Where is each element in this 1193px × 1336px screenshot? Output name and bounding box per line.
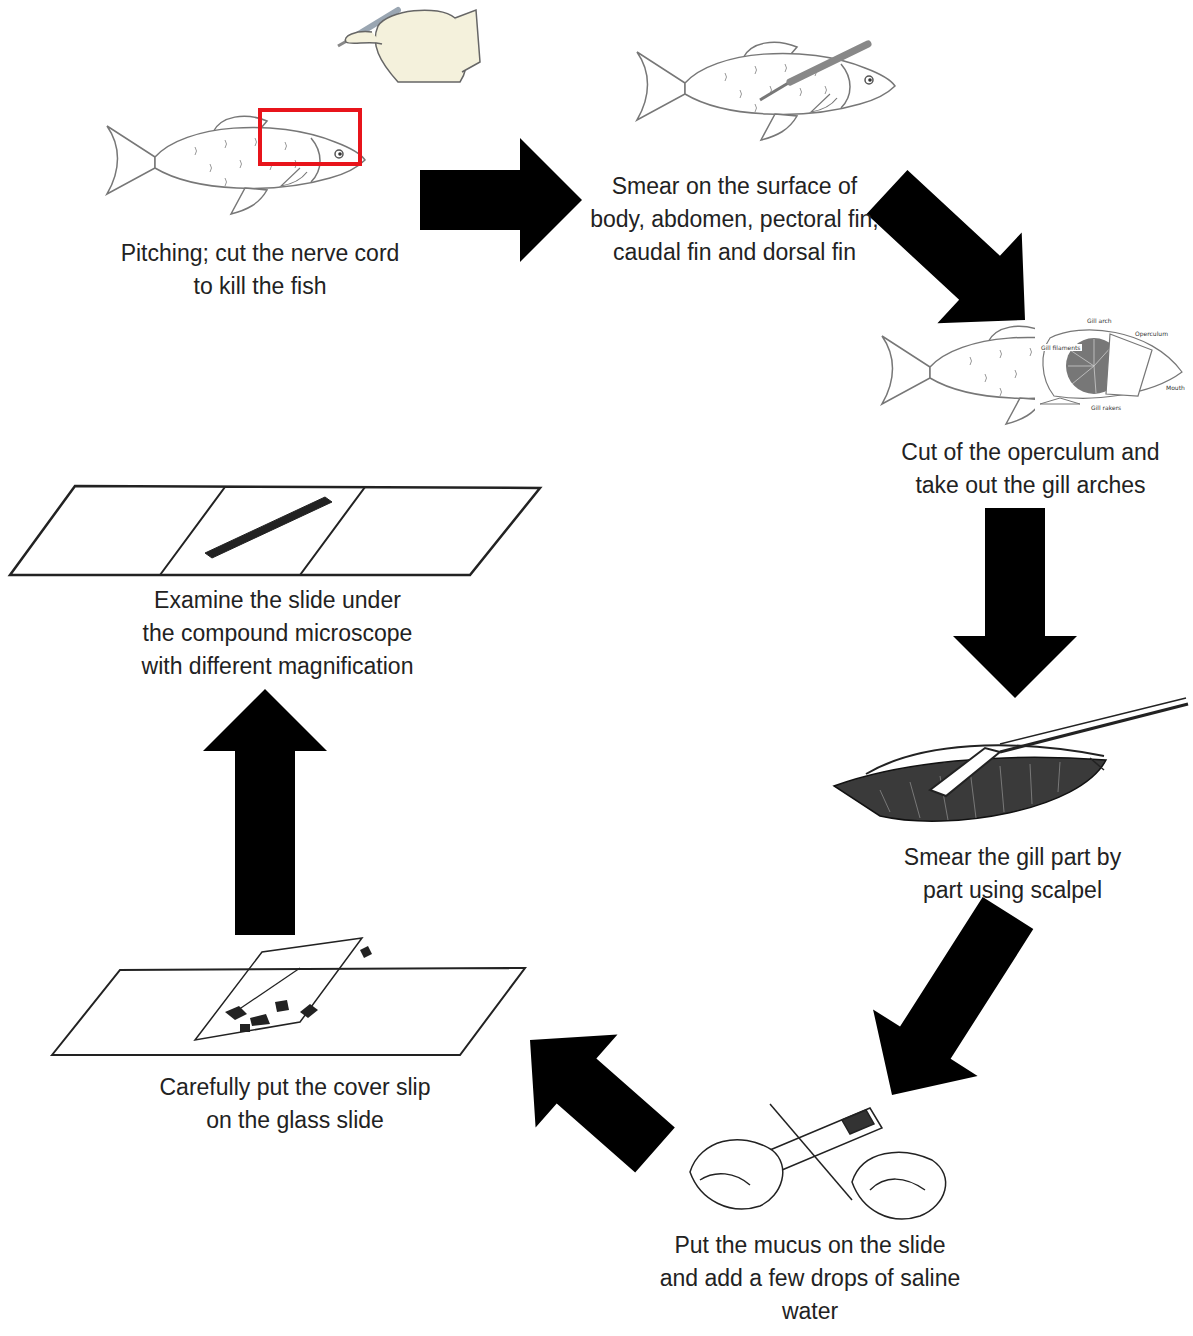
step-caption: Put the mucus on the slide and add a few… (655, 1229, 965, 1328)
part-label: Gill filaments (1040, 344, 1082, 351)
gloved-hand (338, 10, 480, 82)
step-box: Put the mucus on the slide and add a few… (655, 1095, 965, 1334)
block-arrow (873, 897, 1033, 1095)
gill-arch-smear (834, 698, 1188, 821)
finished-slide (10, 486, 540, 575)
block-arrow (530, 1034, 675, 1172)
slide-with-cover-slip (52, 938, 525, 1055)
hands-with-slide (690, 1104, 946, 1219)
block-arrow (203, 689, 327, 935)
step-caption: Examine the slide under the compound mic… (138, 584, 418, 683)
block-arrow (867, 170, 1025, 323)
step-box: Smear the gill part by part using scalpe… (840, 698, 1185, 913)
fish-body (882, 326, 1035, 424)
part-label: Gill arch (1086, 317, 1113, 324)
step-caption: Cut of the operculum and take out the gi… (881, 436, 1181, 502)
step-caption: Smear on the surface of body, abdomen, p… (585, 170, 885, 269)
step-caption: Smear the gill part by part using scalpe… (883, 841, 1143, 907)
step-caption: Pitching; cut the nerve cord to kill the… (115, 237, 405, 303)
step-caption: Carefully put the cover slip on the glas… (155, 1071, 435, 1137)
step-box: Cut of the operculum and take out the gi… (878, 320, 1183, 508)
step-box: Smear on the surface of body, abdomen, p… (582, 35, 887, 275)
highlight-box (260, 110, 360, 164)
part-label: Operculum (1134, 330, 1169, 337)
part-label: Mouth (1165, 384, 1186, 391)
fish-drawing (637, 42, 895, 140)
part-label: Gill rakers (1090, 404, 1122, 411)
step-box: Pitching; cut the nerve cord to kill the… (100, 95, 420, 309)
gill-head (1040, 330, 1182, 404)
step-box: Carefully put the cover slip on the glas… (60, 935, 530, 1143)
block-arrow (953, 508, 1077, 698)
scalpel (760, 44, 868, 100)
block-arrow (420, 138, 582, 262)
step-box: Examine the slide under the compound mic… (10, 480, 545, 689)
